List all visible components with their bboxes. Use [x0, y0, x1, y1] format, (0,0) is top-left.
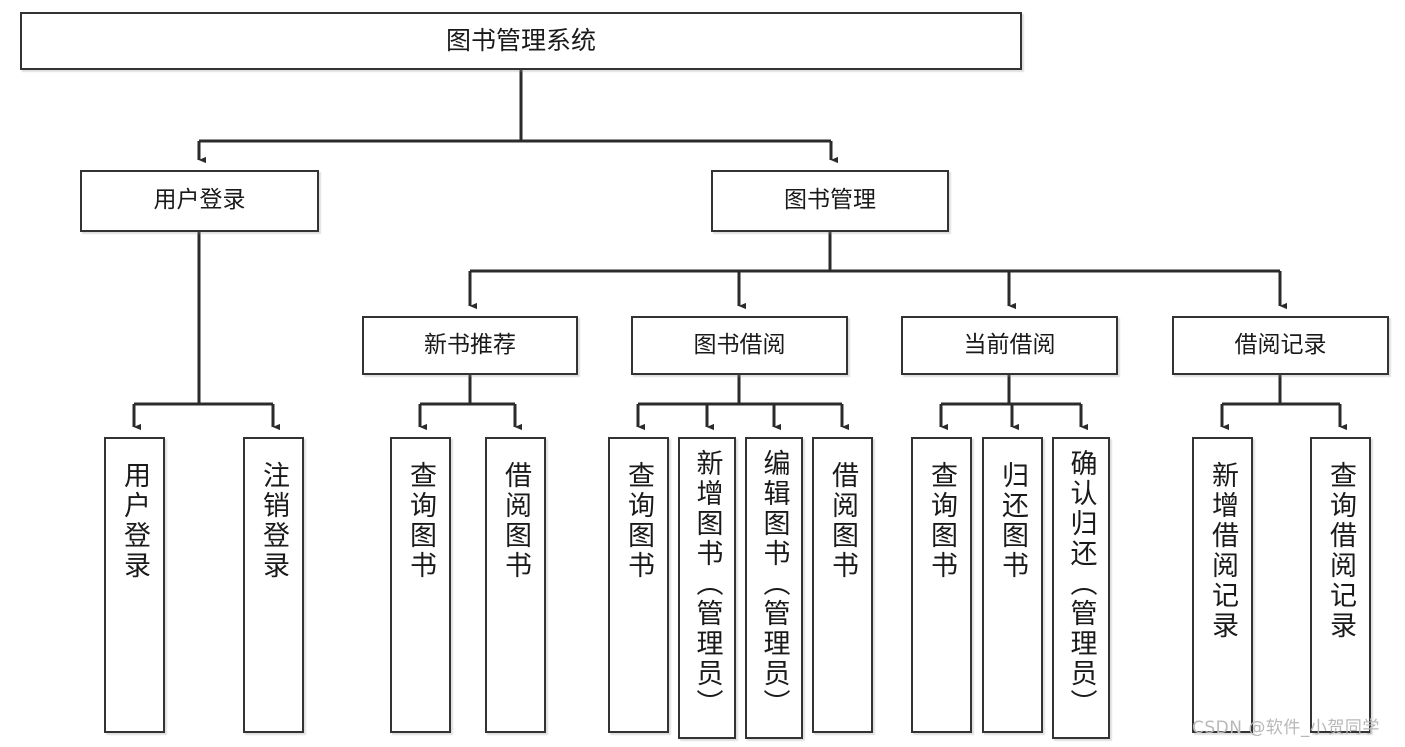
node-new-book-rec-label: 新书推荐: [424, 331, 516, 358]
node-book-borrow[interactable]: 图书借阅: [631, 316, 848, 375]
connector-group-current-borrow: [939, 375, 1089, 431]
node-leaf-user-login-label: 用户登录: [119, 461, 150, 581]
node-book-borrow-label: 图书借阅: [693, 331, 786, 358]
node-leaf-query-borrow-record[interactable]: 查询借阅记录: [1310, 437, 1371, 733]
node-leaf-query-book-1-label: 查询图书: [405, 461, 436, 581]
node-book-manage[interactable]: 图书管理: [711, 170, 949, 232]
node-leaf-user-logout-label: 注销登录: [258, 461, 289, 581]
node-leaf-add-borrow-record[interactable]: 新增借阅记录: [1192, 437, 1253, 733]
node-leaf-add-borrow-record-label: 新增借阅记录: [1207, 461, 1238, 641]
node-user-login-label: 用户登录: [153, 187, 246, 214]
node-current-borrow[interactable]: 当前借阅: [901, 316, 1118, 375]
node-current-borrow-label: 当前借阅: [963, 331, 1056, 358]
node-book-manage-label: 图书管理: [784, 187, 876, 214]
node-root-label: 图书管理系统: [445, 26, 596, 56]
node-user-login[interactable]: 用户登录: [80, 170, 319, 232]
node-leaf-borrow-book-2[interactable]: 借阅图书: [812, 437, 873, 733]
node-borrow-record-label: 借阅记录: [1234, 331, 1327, 358]
node-leaf-query-borrow-record-label: 查询借阅记录: [1325, 461, 1356, 641]
node-leaf-return-book-label: 归还图书: [997, 461, 1028, 581]
node-leaf-query-book-2-label: 查询图书: [623, 461, 654, 581]
node-leaf-query-book-2[interactable]: 查询图书: [608, 437, 669, 733]
node-leaf-borrow-book-1-label: 借阅图书: [500, 461, 531, 581]
node-leaf-confirm-return-admin[interactable]: 确认归还（管理员）: [1052, 437, 1110, 739]
node-leaf-edit-book-admin-label: 编辑图书（管理员）: [758, 449, 790, 719]
connector-group-borrow-record: [1220, 375, 1348, 431]
node-leaf-return-book[interactable]: 归还图书: [982, 437, 1043, 733]
connector-group-user-login: [132, 232, 281, 431]
node-leaf-query-book-3[interactable]: 查询图书: [911, 437, 972, 733]
node-leaf-user-logout[interactable]: 注销登录: [243, 437, 304, 733]
node-borrow-record[interactable]: 借阅记录: [1172, 316, 1389, 375]
node-leaf-user-login[interactable]: 用户登录: [104, 437, 165, 733]
node-leaf-confirm-return-admin-label: 确认归还（管理员）: [1065, 449, 1097, 719]
node-leaf-borrow-book-1[interactable]: 借阅图书: [485, 437, 546, 733]
node-leaf-edit-book-admin[interactable]: 编辑图书（管理员）: [745, 437, 803, 739]
node-leaf-borrow-book-2-label: 借阅图书: [827, 461, 858, 581]
node-leaf-add-book-admin-label: 新增图书（管理员）: [691, 449, 723, 719]
connector-group-book-borrow: [636, 375, 850, 431]
node-new-book-rec[interactable]: 新书推荐: [362, 316, 578, 375]
connector-group-root: [197, 70, 839, 164]
node-leaf-query-book-1[interactable]: 查询图书: [390, 437, 451, 733]
node-root[interactable]: 图书管理系统: [20, 12, 1022, 70]
connector-group-new-book-rec: [418, 375, 523, 431]
node-leaf-query-book-3-label: 查询图书: [926, 461, 957, 581]
connector-group-book-manage: [468, 232, 1288, 310]
node-leaf-add-book-admin[interactable]: 新增图书（管理员）: [678, 437, 736, 739]
